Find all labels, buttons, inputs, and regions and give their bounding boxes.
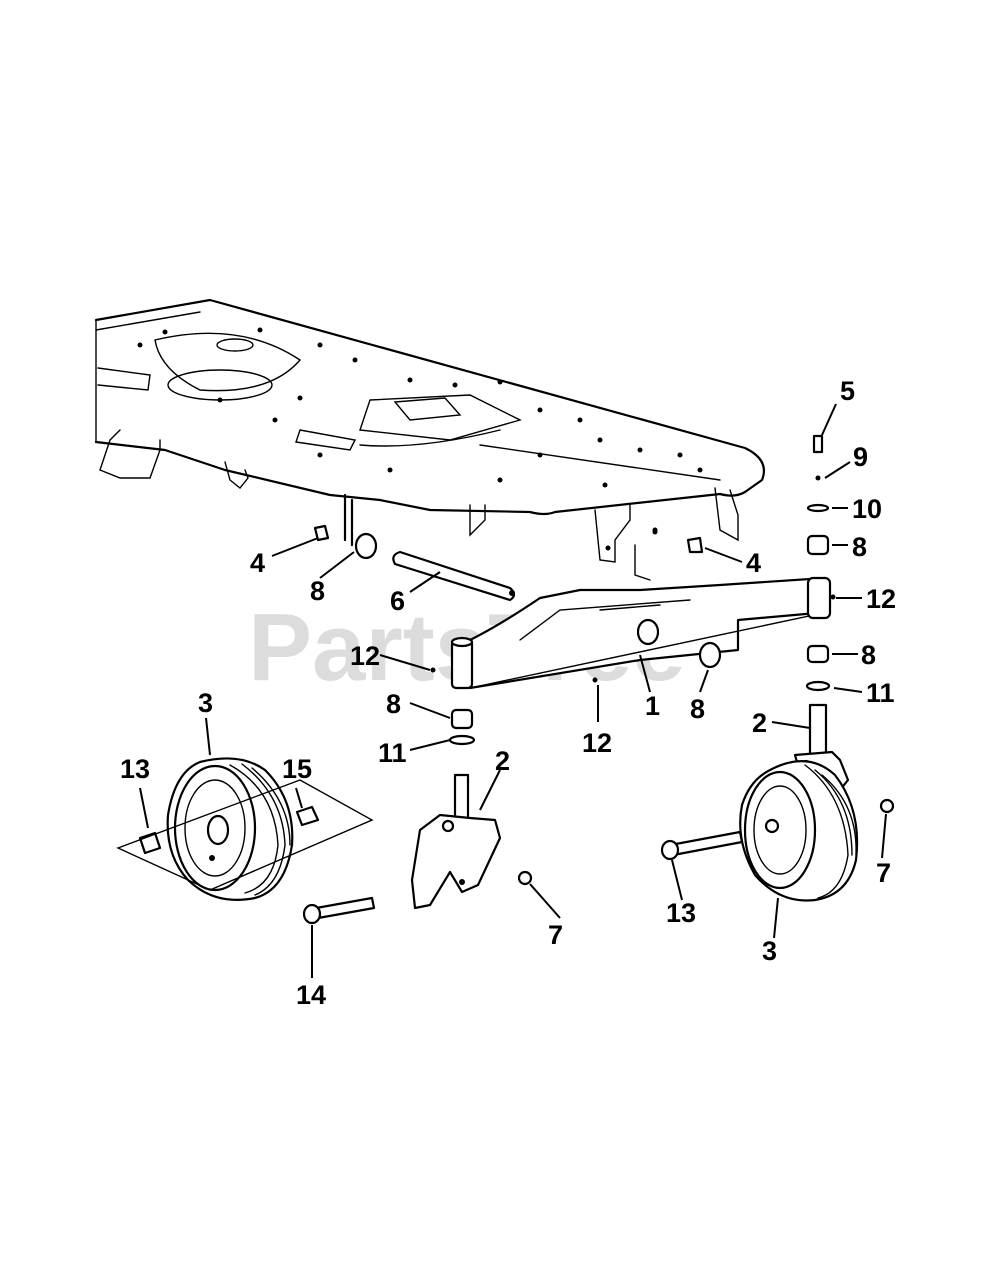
leader-lines: [139, 403, 887, 978]
callout-12: 12: [582, 728, 612, 758]
callout-11: 11: [866, 678, 895, 708]
callout-9: 9: [853, 442, 868, 472]
callout-4: 4: [746, 548, 761, 578]
callout-11: 11: [378, 738, 407, 768]
deck-holes: [137, 327, 703, 551]
callout-7: 7: [548, 920, 563, 950]
callout-15: 15: [282, 754, 312, 784]
callout-8: 8: [852, 532, 867, 562]
callout-7: 7: [876, 858, 891, 888]
callout-8: 8: [386, 689, 401, 719]
left-wheel: [116, 757, 374, 901]
callout-13: 13: [666, 898, 696, 928]
callout-12: 12: [350, 641, 380, 671]
callout-14: 14: [296, 980, 326, 1010]
left-spindle-assembly: [410, 636, 502, 910]
callout-2: 2: [752, 708, 767, 738]
callout-6: 6: [390, 586, 405, 616]
callout-10: 10: [852, 494, 882, 524]
callout-5: 5: [840, 376, 855, 406]
right-wheel: [739, 760, 859, 902]
pivot-rod: [392, 550, 516, 602]
callout-8: 8: [861, 640, 876, 670]
callout-13: 13: [120, 754, 150, 784]
callout-3: 3: [762, 936, 777, 966]
right-spindle-assembly: [793, 434, 850, 797]
callout-12: 12: [866, 584, 896, 614]
callout-8: 8: [690, 694, 705, 724]
callout-4: 4: [250, 548, 265, 578]
callout-1: 1: [645, 691, 660, 721]
callout-3: 3: [198, 688, 213, 718]
callout-8: 8: [310, 576, 325, 606]
frame-deck: [94, 298, 766, 581]
callout-2: 2: [495, 746, 510, 776]
callouts: 5 9 10 8 12 8 11 4 4 8 6 12 8 11 12 1 8 …: [120, 376, 896, 1010]
